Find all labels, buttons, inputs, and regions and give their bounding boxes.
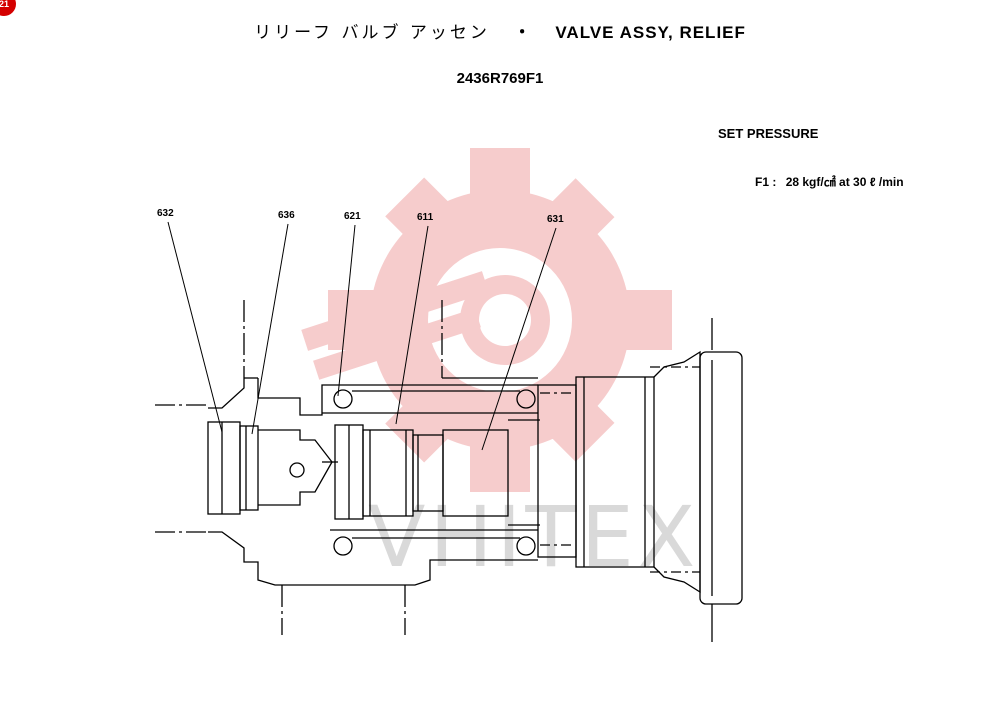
part-number: 2436R769F1	[456, 70, 544, 87]
set-pressure-heading: SET PRESSURE	[718, 126, 819, 141]
callout-636: 636	[278, 210, 295, 221]
callout-611: 611	[417, 212, 434, 223]
f1-label: F1 :	[755, 175, 777, 189]
f1-value: 28 kgf/㎠ at 30 ℓ /min	[785, 175, 904, 189]
watermark-text: VHITEX	[368, 488, 700, 586]
callout-621: 621	[344, 211, 361, 222]
callout-632: 632	[157, 208, 174, 219]
catalog-badge: 21	[0, 0, 16, 16]
title-separator: ・	[513, 23, 532, 42]
title-english: VALVE ASSY, RELIEF	[555, 23, 746, 42]
callout-631: 631	[547, 214, 564, 225]
title-japanese: リリーフ バルブ アッセン	[254, 23, 490, 43]
page-title: リリーフ バルブ アッセン ・ VALVE ASSY, RELIEF	[0, 18, 1000, 43]
set-pressure-f1: F1 : 28 kgf/㎠ at 30 ℓ /min	[755, 173, 910, 190]
